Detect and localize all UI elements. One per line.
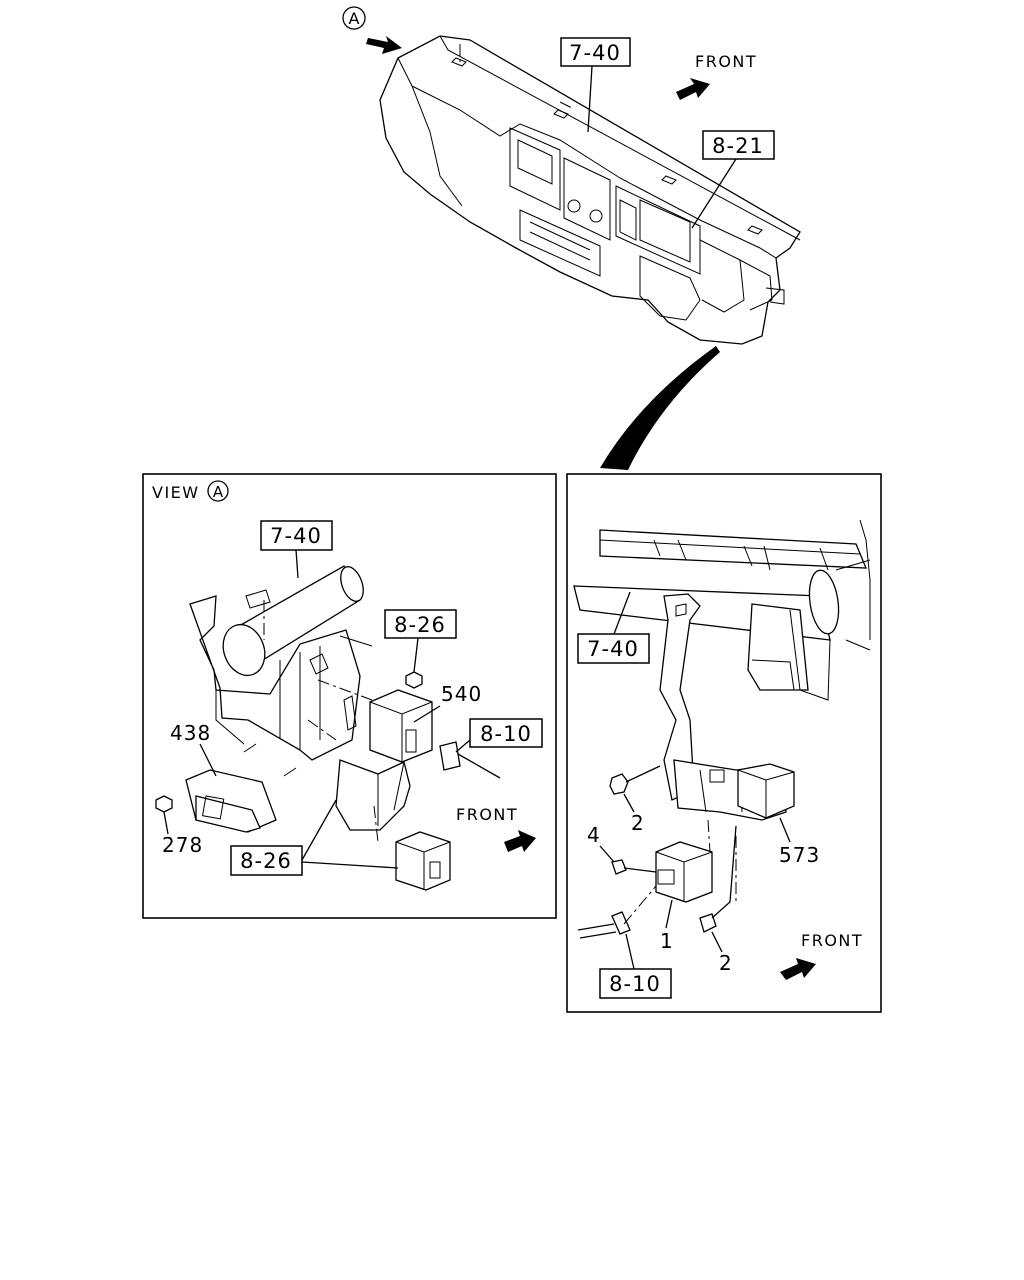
svg-text:7-40: 7-40 [270,524,322,548]
dashboard-assembly-overview: A 7-4 [342,6,801,470]
view-marker-a-label: A [349,9,360,28]
front-label-right: FRONT [801,931,863,950]
front-arrow-top [676,78,710,100]
view-a-frame [142,473,557,919]
view-a-marker-label: A [213,483,224,501]
svg-text:7-40: 7-40 [569,41,621,65]
svg-text:8-10: 8-10 [480,722,532,746]
front-label-top: FRONT [695,52,757,71]
svg-text:8-10: 8-10 [609,972,661,996]
part-label-2-upper: 2 [631,811,645,835]
view-marker-a-circle [342,6,366,30]
front-arrow-right [780,958,816,980]
ref-box-7-40-left: 7-40 [260,520,333,579]
ref-box-7-40-top: 7-40 [560,37,631,133]
part-label-2-lower: 2 [719,951,733,975]
part-label-438: 438 [170,721,211,745]
view-a-marker-circle [207,480,229,502]
front-arrow-left [504,830,536,852]
connection-curve [600,346,720,470]
detail-frame [566,473,882,1013]
part-label-573: 573 [779,843,820,867]
view-a-title: VIEW [152,483,200,502]
ref-box-8-26-bolt: 8-26 [384,609,457,673]
view-direction-arrow [366,36,402,54]
ref-box-8-10-left: 8-10 [455,718,543,753]
part-label-278: 278 [162,833,203,857]
part-label-1: 1 [660,929,674,953]
ref-box-8-21: 8-21 [691,130,775,229]
dashboard-outline [379,35,801,345]
ref-box-7-40-right: 7-40 [577,591,650,664]
part-label-4: 4 [587,823,601,847]
svg-text:7-40: 7-40 [587,637,639,661]
part-label-540: 540 [441,682,482,706]
svg-text:8-21: 8-21 [712,134,764,158]
view-a-panel: VIEW A [142,473,557,919]
ref-box-8-10-right: 8-10 [599,933,672,999]
ref-box-8-26-relay: 8-26 [230,799,399,876]
svg-text:8-26: 8-26 [240,849,292,873]
detail-panel: 7-40 2 573 4 1 2 8-10 FRONT [566,473,882,1013]
front-label-left: FRONT [456,805,518,824]
svg-text:8-26: 8-26 [394,613,446,637]
